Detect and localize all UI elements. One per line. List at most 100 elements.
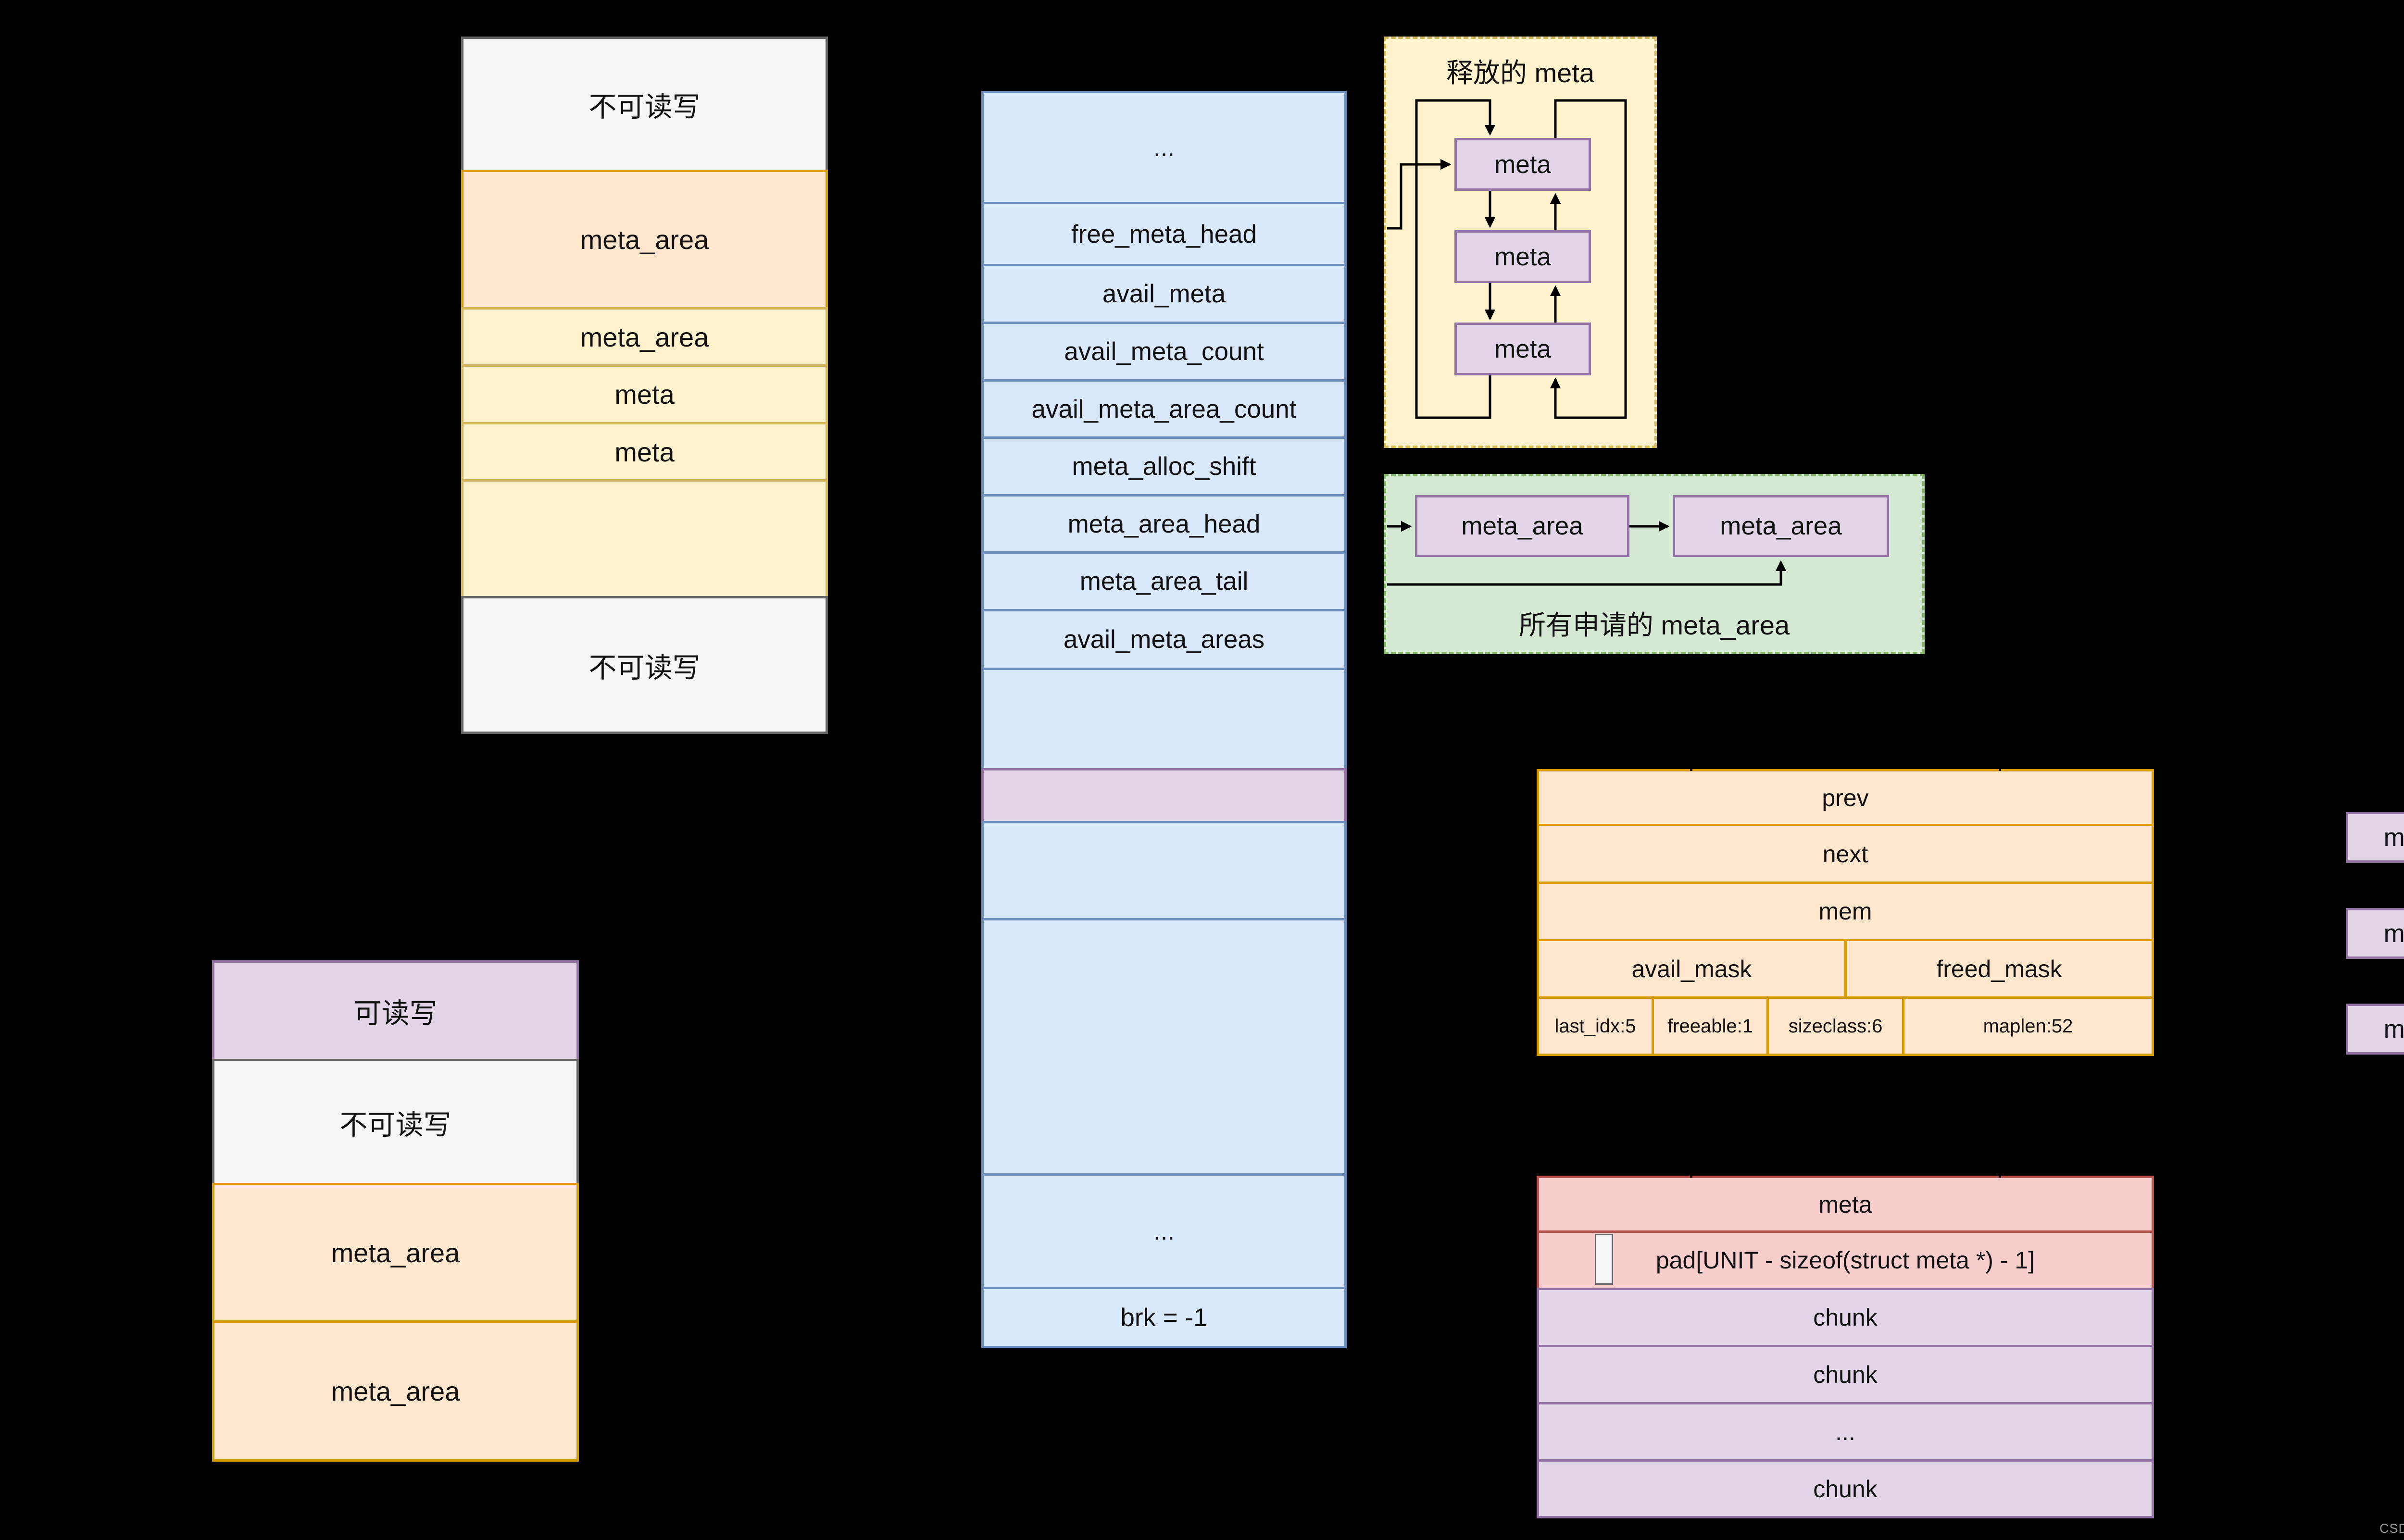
context-field-row: meta_alloc_shift [981, 436, 1347, 497]
group-row-label: chunk [1813, 1304, 1878, 1331]
bitfield-cell-label: freeable:1 [1667, 1015, 1753, 1037]
meta-node-label: meta [1494, 150, 1551, 179]
meta-struct-table: prev next mem avail_mask freed_mask last… [1537, 769, 2154, 1056]
context-field-row: ... [981, 1173, 1347, 1289]
group-row-label: meta [1818, 1191, 1872, 1218]
context-field-row-highlight [981, 768, 1347, 823]
meta-area-list-caption: 所有申请的 meta_area [1518, 610, 1790, 640]
group-row-pad: pad[UNIT - sizeof(struct meta *) - 1] [1537, 1230, 2154, 1290]
memory-row-label: meta_area [580, 224, 709, 255]
memory-row-meta-area: meta_area [212, 1320, 579, 1462]
meta-node: meta [2346, 908, 2404, 959]
meta-struct-row-mem: mem [1537, 882, 2154, 941]
memory-row-unreadable: 不可读写 [212, 1059, 579, 1185]
meta-struct-row-prev: prev [1537, 769, 2154, 826]
memory-row-label: meta_area [331, 1376, 460, 1406]
memory-row-label: 可读写 [353, 998, 438, 1029]
meta-node-label: meta [2383, 1015, 2404, 1043]
context-field-row [981, 918, 1347, 1176]
mask-cell-label: avail_mask [1631, 955, 1752, 982]
context-field-row: meta_area_tail [981, 551, 1347, 611]
meta-node: meta [1454, 323, 1591, 375]
context-field-label: meta_alloc_shift [1072, 452, 1256, 481]
meta-area-list-group: meta_area meta_area 所有申请的 meta_area [1384, 474, 1925, 654]
memory-row-empty [461, 479, 828, 598]
bitfield-cell-last-idx: last_idx:5 [1537, 996, 1654, 1056]
freed-meta-title: 释放的 meta [1446, 58, 1595, 88]
context-field-row [981, 668, 1347, 770]
memory-row-label: meta_area [580, 322, 709, 352]
group-row-chunk: chunk [1537, 1459, 2154, 1518]
context-field-label: avail_meta [1102, 280, 1226, 308]
context-field-label: avail_meta_area_count [1031, 395, 1297, 423]
meta-node: meta [1454, 138, 1591, 191]
meta-node-label: meta [1494, 335, 1551, 363]
context-field-label: avail_meta_count [1064, 337, 1264, 366]
context-field-row [981, 821, 1347, 920]
meta-node-label: meta [2383, 823, 2404, 852]
group-memory-layout: meta pad[UNIT - sizeof(struct meta *) - … [1537, 1176, 2154, 1518]
connector-tick [1690, 765, 1692, 771]
context-field-label: ... [1153, 133, 1175, 162]
group-row-ellipsis: ... [1537, 1402, 2154, 1462]
context-field-row: avail_meta_areas [981, 609, 1347, 670]
meta-area-node-label: meta_area [1720, 512, 1842, 540]
bitfield-cell-sizeclass: sizeclass:6 [1766, 996, 1904, 1056]
mask-cell-freed: freed_mask [1844, 939, 2154, 999]
context-field-row: avail_meta_count [981, 322, 1347, 382]
watermark: CSDN @_sky123_ [2379, 1521, 2404, 1536]
group-row-chunk: chunk [1537, 1288, 2154, 1347]
meta-node: meta [2346, 812, 2404, 863]
context-field-label: meta_area_tail [1079, 567, 1249, 596]
memory-row-meta: meta [461, 364, 828, 424]
meta-struct-mask-row: avail_mask freed_mask [1537, 939, 2154, 999]
context-field-row: avail_meta_area_count [981, 379, 1347, 439]
context-field-label: brk = -1 [1120, 1303, 1208, 1332]
memory-row-meta-area: meta_area [461, 307, 828, 367]
meta-struct-label: mem [1818, 898, 1872, 925]
group-row-label: chunk [1813, 1475, 1878, 1503]
group-row-label: chunk [1813, 1361, 1878, 1388]
mask-cell-label: freed_mask [1936, 955, 2062, 982]
meta-area-node: meta_area [1415, 495, 1629, 557]
meta-node: meta [1454, 230, 1591, 283]
process-memory-stack-bottom: 可读写 不可读写 meta_area meta_area [212, 960, 579, 1462]
meta-node-label: meta [2383, 919, 2404, 948]
memory-row-label: meta_area [331, 1238, 460, 1268]
bitfield-cell-freeable: freeable:1 [1652, 996, 1769, 1056]
memory-row-label: meta [614, 379, 675, 410]
connector-tick [1999, 1172, 2001, 1178]
group-row-chunk: chunk [1537, 1345, 2154, 1404]
mask-cell-avail: avail_mask [1537, 939, 1847, 999]
freed-meta-group: 释放的 meta meta meta meta [1384, 37, 1657, 448]
bitfield-cell-label: last_idx:5 [1554, 1015, 1636, 1037]
memory-row-label: meta [614, 436, 675, 467]
memory-row-label: 不可读写 [588, 652, 701, 683]
context-field-label: meta_area_head [1067, 509, 1261, 538]
context-field-label: free_meta_head [1071, 220, 1257, 248]
memory-row-readwrite: 可读写 [212, 960, 579, 1061]
bitfield-cell-label: sizeclass:6 [1788, 1015, 1883, 1037]
meta-node: meta [2346, 1004, 2404, 1055]
meta-area-node-label: meta_area [1461, 512, 1583, 540]
process-memory-stack-top: 不可读写 meta_area meta_area meta meta 不可读写 [461, 37, 828, 734]
malloc-context-struct: ... free_meta_head avail_meta avail_meta… [981, 91, 1347, 1348]
meta-area-node: meta_area [1673, 495, 1889, 557]
group-row-label: ... [1835, 1418, 1855, 1445]
memory-row-meta: meta [461, 422, 828, 482]
group-row-label: pad[UNIT - sizeof(struct meta *) - 1] [1655, 1247, 2035, 1274]
context-field-label: ... [1153, 1217, 1175, 1245]
context-field-label: avail_meta_areas [1063, 625, 1265, 654]
meta-struct-bitfield-row: last_idx:5 freeable:1 sizeclass:6 maplen… [1537, 996, 2154, 1056]
memory-row-label: 不可读写 [588, 91, 701, 123]
context-field-row: avail_meta [981, 264, 1347, 324]
memory-row-meta-area: meta_area [461, 170, 828, 310]
context-field-row: free_meta_head [981, 202, 1347, 266]
connector-tick [1999, 765, 2001, 771]
context-field-row: meta_area_head [981, 494, 1347, 554]
bitfield-cell-label: maplen:52 [1983, 1015, 2073, 1037]
meta-struct-row-next: next [1537, 824, 2154, 884]
bitfield-cell-maplen: maplen:52 [1902, 996, 2154, 1056]
meta-struct-label: next [1822, 840, 1868, 868]
